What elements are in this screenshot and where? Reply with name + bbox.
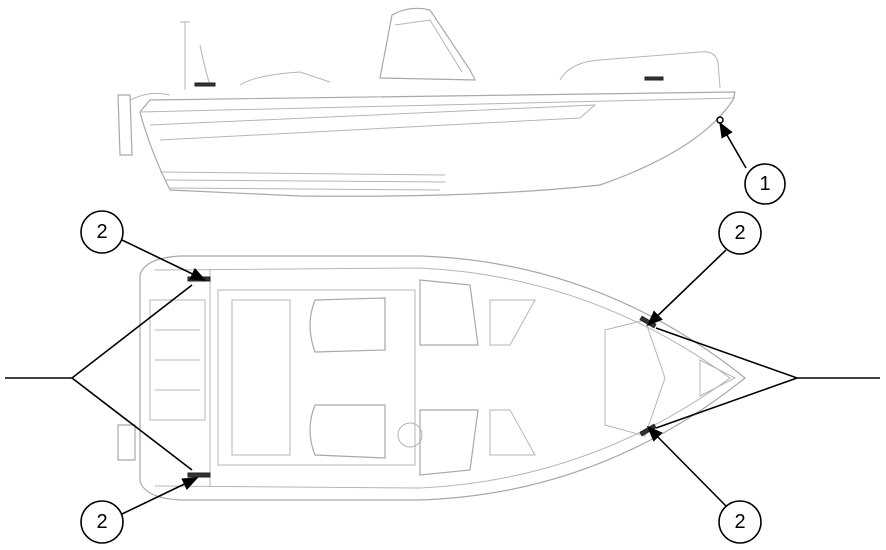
callout-label: 1: [759, 173, 770, 195]
callout-label: 2: [96, 511, 107, 533]
callout-2-top-left: 2: [80, 210, 124, 254]
callout-label: 2: [96, 221, 107, 243]
boat-top-view: [117, 255, 746, 501]
callout-1: 1: [744, 163, 786, 205]
leader-lines: [5, 121, 880, 515]
callout-2-bottom-right: 2: [718, 500, 762, 544]
callout-label: 2: [734, 222, 745, 244]
callout-2-bottom-left: 2: [80, 500, 124, 544]
boat-side-view: [117, 7, 736, 197]
callout-label: 2: [734, 511, 745, 533]
callout-2-top-right: 2: [718, 211, 762, 255]
